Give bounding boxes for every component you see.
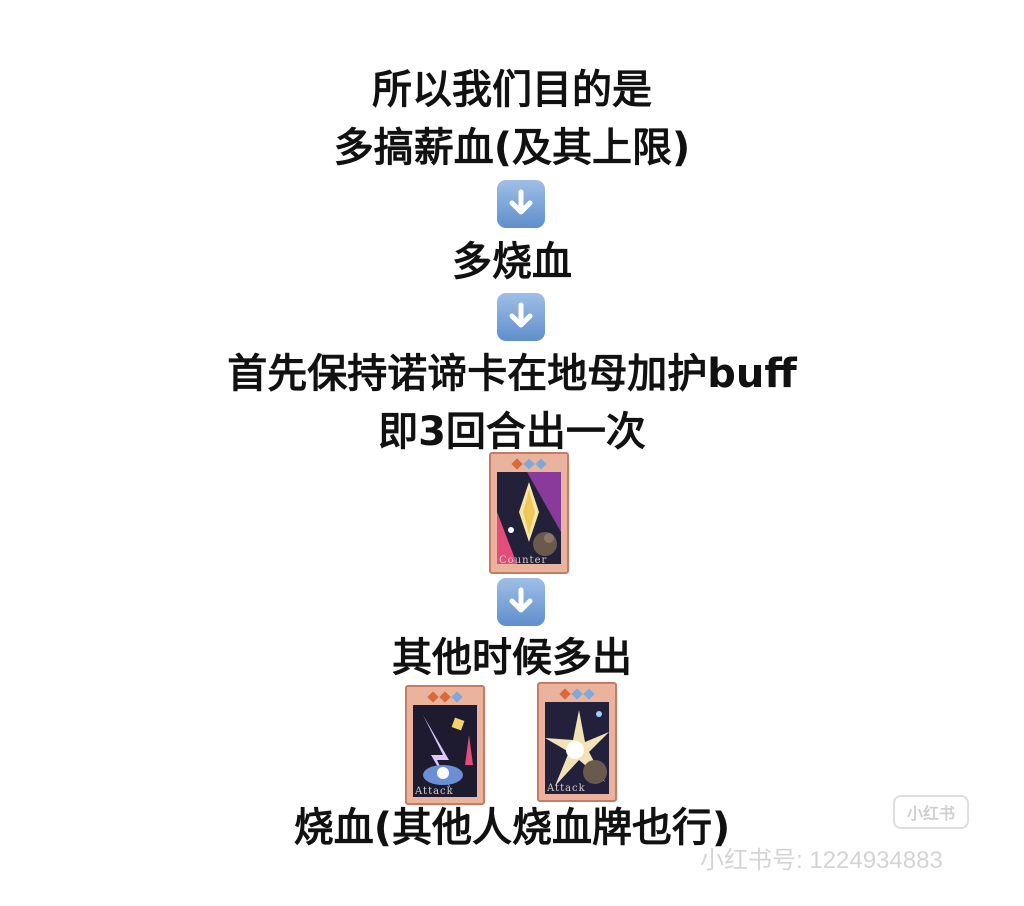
step-other-times: 其他时候多出 (392, 635, 632, 681)
watermark-logo: 小红书 (893, 795, 969, 829)
attack-card-image: Attack (405, 685, 485, 805)
down-arrow-icon (497, 578, 545, 626)
counter-card-image: Counter (489, 452, 569, 574)
heading-line-2: 多搞薪血(及其上限) (333, 125, 691, 171)
card-type-label: Counter (499, 555, 548, 566)
step-keep-buff: 首先保持诺谛卡在地母加护buff (227, 351, 797, 397)
heading-line-1: 所以我们目的是 (372, 67, 652, 113)
card-art (413, 705, 477, 797)
card-type-label: Attack (547, 783, 586, 794)
card-cost-gems (407, 690, 483, 704)
card-cost-gems (539, 687, 615, 701)
card-art (545, 702, 609, 794)
step-burn-blood-other: 烧血(其他人烧血牌也行) (293, 805, 731, 851)
step-every-3-turns: 即3回合出一次 (378, 409, 646, 455)
watermark-id: 小红书号: 1224934883 (700, 847, 943, 874)
step-burn-blood: 多烧血 (452, 239, 572, 285)
card-cost-gems (491, 457, 567, 471)
down-arrow-icon (497, 180, 545, 228)
attack-card-image: Attack (537, 682, 617, 802)
card-type-label: Attack (415, 786, 454, 797)
down-arrow-icon (497, 293, 545, 341)
card-art (497, 472, 561, 564)
